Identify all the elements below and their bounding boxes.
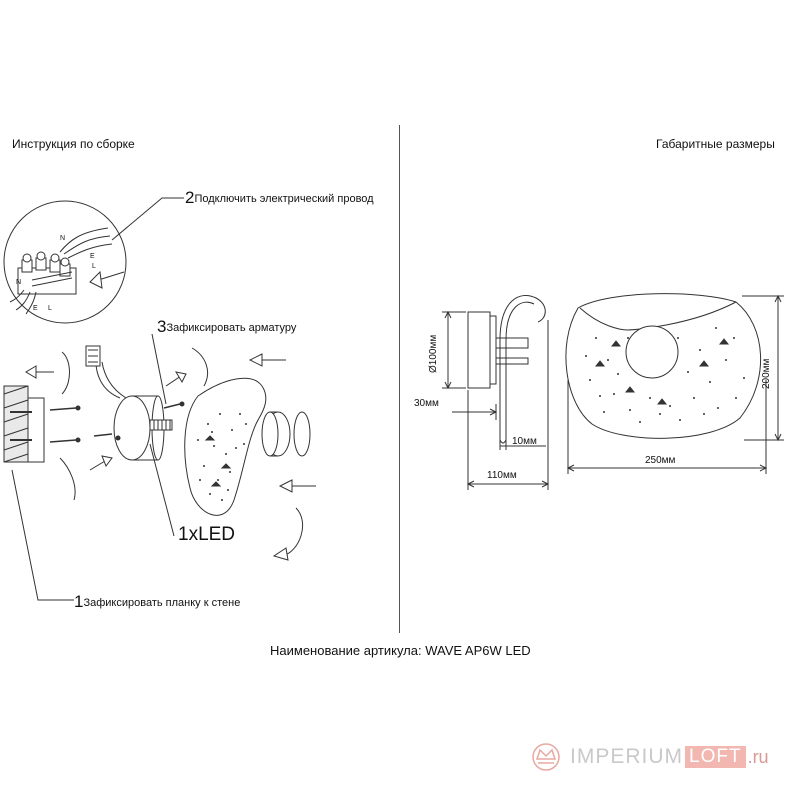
- step-1-number: 1: [74, 592, 84, 611]
- wire-label-n: N: [60, 235, 66, 242]
- wave-shade: [184, 377, 267, 516]
- front-view: [565, 293, 784, 474]
- wire-label-n-lower: N: [16, 279, 22, 286]
- step-1-text: Зафиксировать планку к стене: [83, 597, 241, 609]
- canopy: [85, 345, 173, 461]
- wire-label-e-lower: E: [33, 305, 38, 312]
- step-3-number: 3: [157, 317, 167, 336]
- step-3-label: 3Зафиксировать арматуру: [157, 317, 296, 337]
- assembly-drawing: [3, 197, 316, 601]
- assembly-header: Инструкция по сборке: [12, 137, 135, 151]
- dim-arm: 10мм: [512, 436, 537, 447]
- step-2-number: 2: [185, 188, 195, 207]
- step-3-text: Зафиксировать арматуру: [166, 322, 297, 334]
- step-2-text: Подключить электрический провод: [194, 193, 374, 205]
- led-disc: [261, 411, 311, 457]
- dimensions-header: Габаритные размеры: [656, 137, 775, 151]
- watermark-domain: .ru: [747, 746, 769, 767]
- step-1-label: 1Зафиксировать планку к стене: [74, 592, 240, 612]
- watermark-brand-left: IMPERIUM: [570, 745, 683, 768]
- led-count-label: 1xLED: [178, 524, 236, 545]
- dim-diameter: Ø100мм: [428, 334, 439, 373]
- article-name: Наименование артикула: WAVE AP6W LED: [270, 643, 531, 658]
- dimension-drawing: [442, 293, 784, 490]
- dim-total-depth: 110мм: [487, 470, 517, 481]
- step-2-label: 2Подключить электрический провод: [185, 188, 374, 208]
- section-divider: [399, 125, 400, 633]
- wall-plate: [3, 385, 81, 463]
- wiring-detail: [3, 200, 127, 324]
- wire-label-l-lower: L: [48, 305, 52, 312]
- side-view: [442, 294, 550, 490]
- wire-label-l: L: [92, 263, 96, 270]
- dim-height: 200мм: [761, 358, 772, 389]
- dim-base-depth: 30мм: [414, 398, 439, 409]
- wire-label-e: E: [90, 253, 95, 260]
- crown-logo-icon: [532, 743, 560, 771]
- watermark: IMPERIUM LOFT .ru: [526, 737, 769, 777]
- dim-width: 250мм: [645, 455, 676, 466]
- watermark-brand-right: LOFT: [685, 746, 746, 768]
